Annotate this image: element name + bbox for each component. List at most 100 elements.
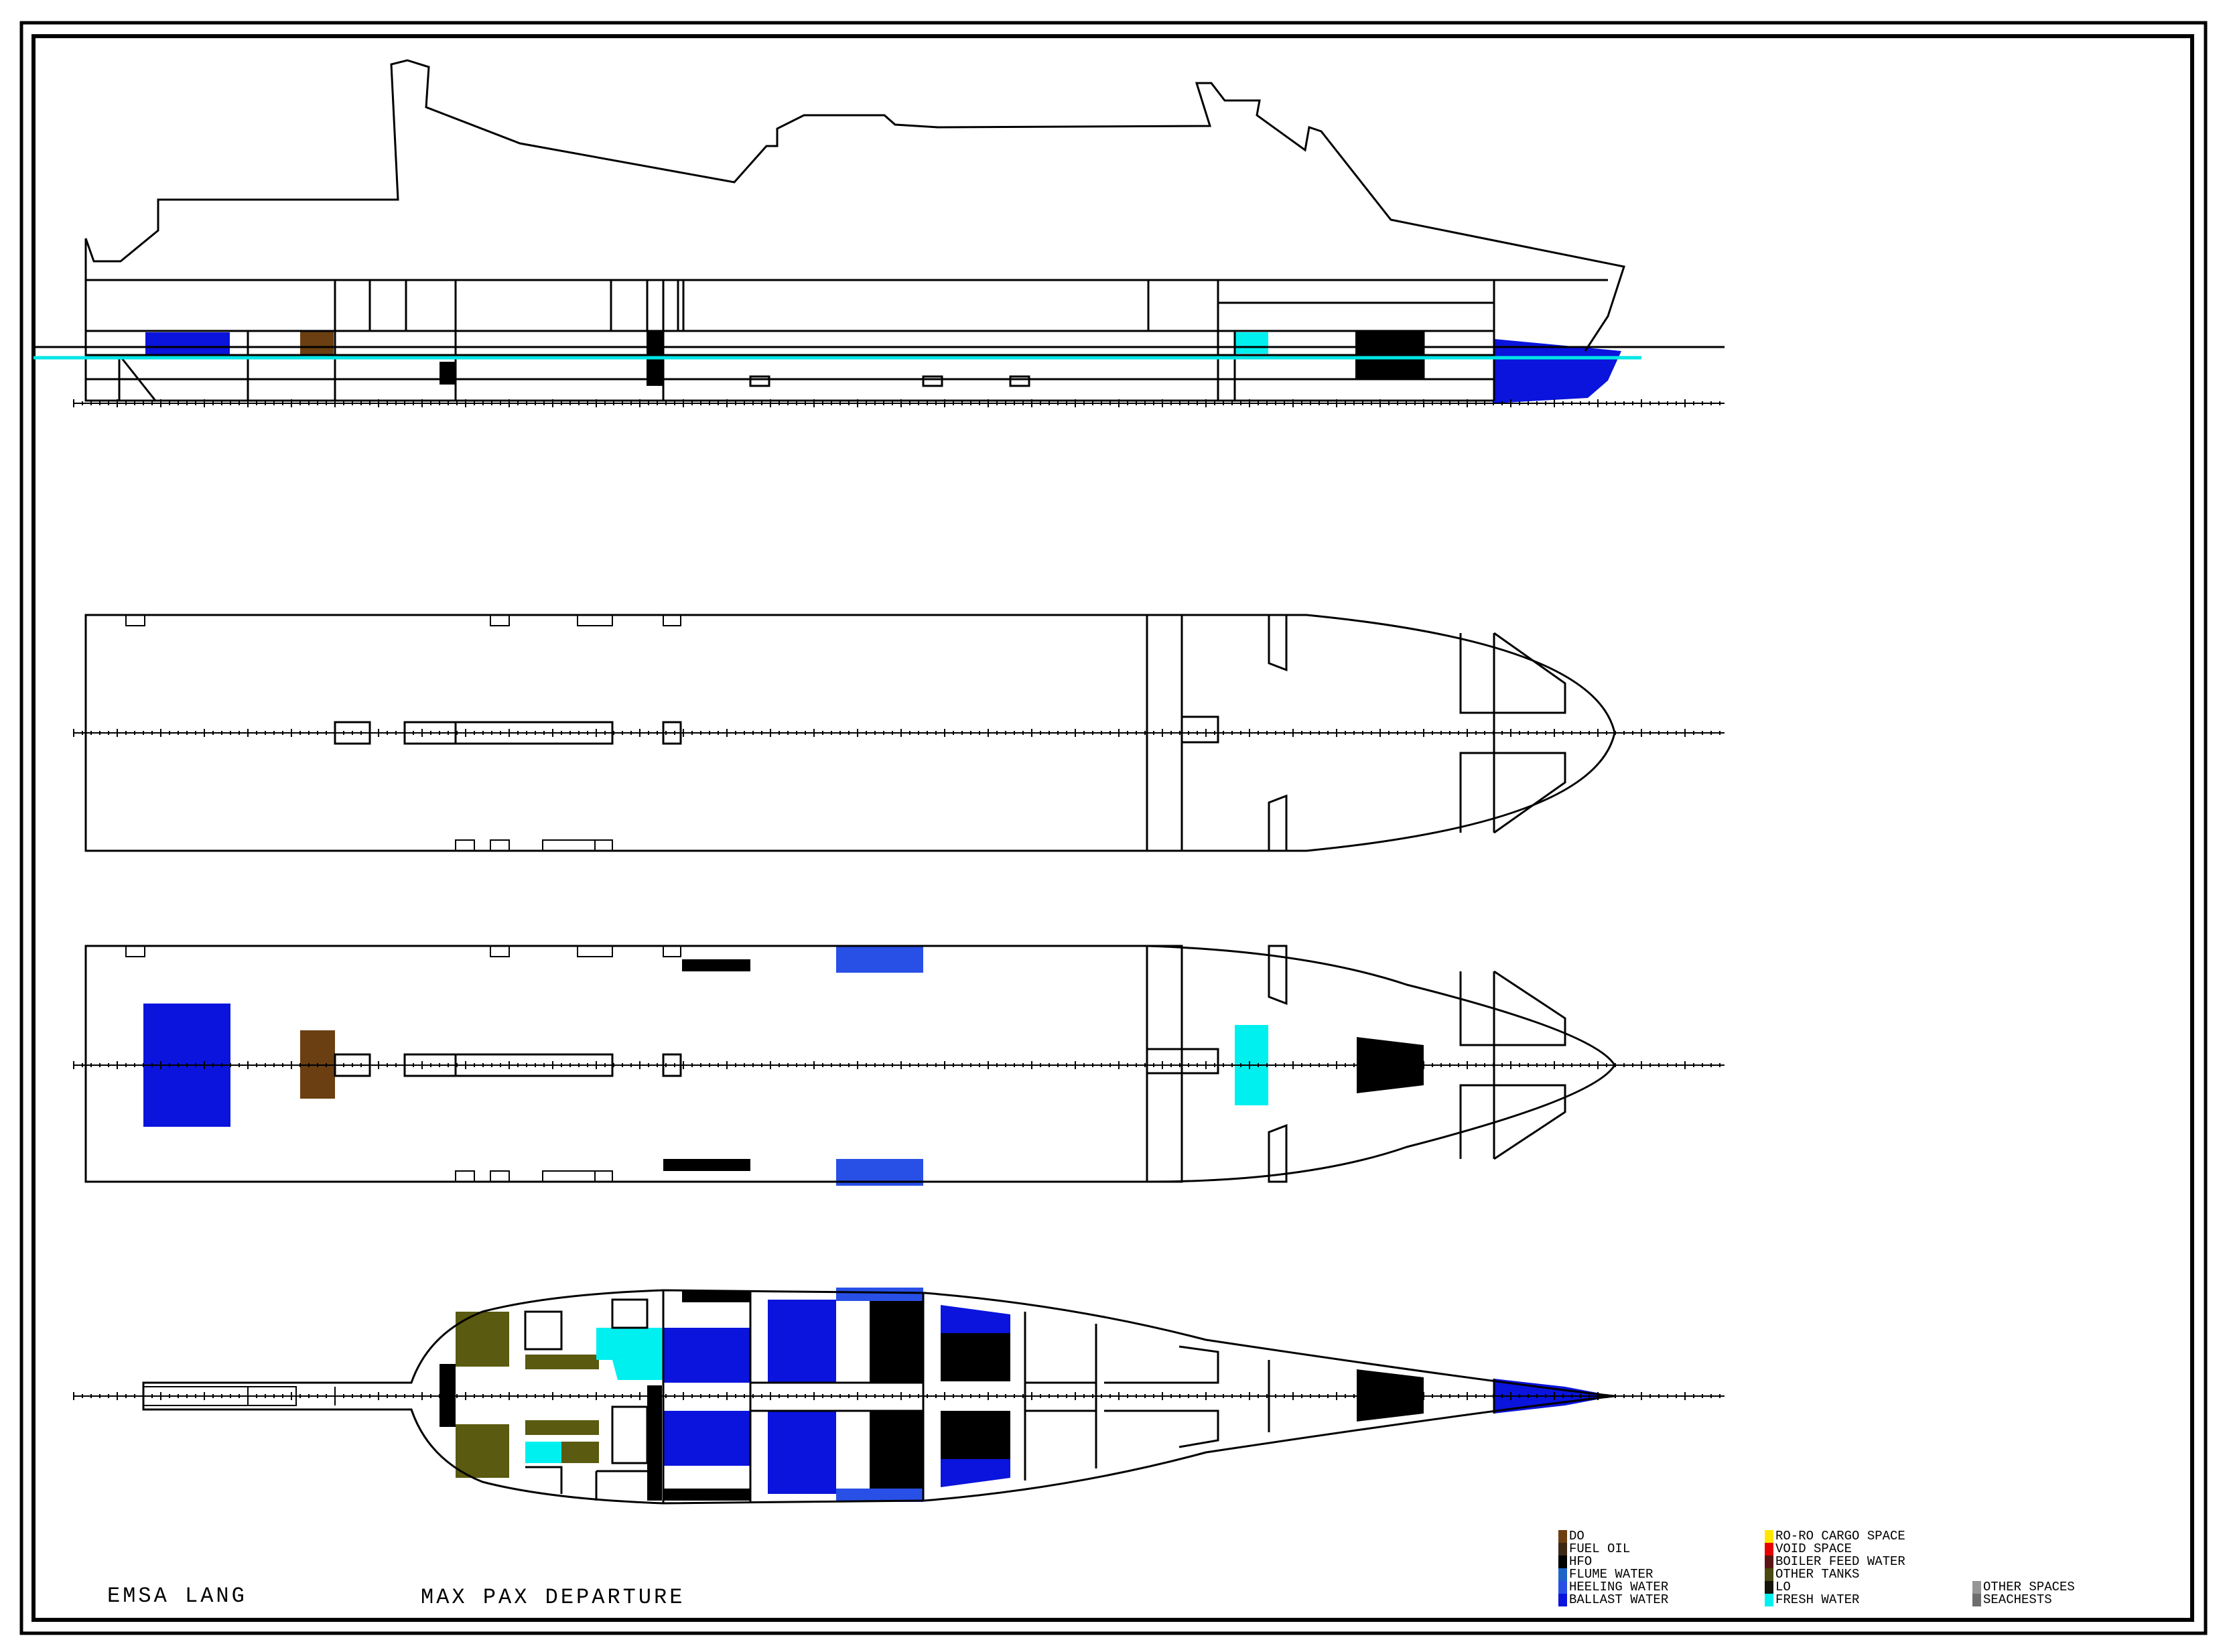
legend-item: BOILER FEED WATER (1765, 1556, 1905, 1568)
legend-swatch (1765, 1568, 1773, 1581)
frame-scale-ticks (73, 729, 1720, 737)
other-tank (456, 1424, 509, 1478)
hfo-tank (941, 1333, 1010, 1381)
hfo-tank (682, 959, 750, 971)
heeling-tank (836, 946, 923, 973)
compartment (1104, 1345, 1219, 1448)
compartment (611, 1298, 649, 1329)
legend-swatch (1972, 1581, 1981, 1594)
legend-item: FUEL OIL (1558, 1543, 1668, 1556)
legend-swatch (1558, 1594, 1567, 1606)
forepeak-compartment (1459, 970, 1566, 1046)
deck-plan-upper (73, 614, 1725, 852)
small-tank (1009, 375, 1030, 387)
fresh-water-tank (596, 1328, 663, 1380)
legend-item: SEACHESTS (1972, 1594, 2075, 1606)
bulkhead-casing (1182, 715, 1219, 744)
legend-item: OTHER TANKS (1765, 1568, 1905, 1581)
fresh-water-tank (1235, 332, 1268, 354)
hfo-tank (682, 1290, 750, 1302)
ballast-tank (145, 332, 230, 355)
legend-swatch (1972, 1594, 1981, 1606)
hfo-tank (647, 1385, 662, 1501)
other-tank (456, 1312, 509, 1367)
longitudinal-girder (749, 1381, 925, 1412)
legend-swatch (1558, 1581, 1567, 1594)
legend-swatch (1765, 1594, 1773, 1606)
legend-swatch (1558, 1556, 1567, 1568)
forepeak-ballast-tank (1494, 339, 1621, 403)
vessel-name: EMSA LANG (107, 1584, 247, 1608)
frame-web (1268, 614, 1288, 672)
profile-view (33, 59, 1725, 407)
legend-item: RO-RO CARGO SPACE (1765, 1530, 1905, 1543)
ballast-tank (663, 1328, 750, 1383)
ballast-tank (768, 1411, 836, 1494)
tank-legend-col-1: DO FUEL OIL HFO FLUME WATER HEELING WATE… (1558, 1530, 1668, 1606)
forepeak-compartment (1459, 632, 1566, 714)
legend-swatch (1765, 1581, 1773, 1594)
double-bottom-plan (73, 1288, 1725, 1505)
legend-item: LO (1765, 1581, 1905, 1594)
hfo-tank (941, 1411, 1010, 1459)
casing (662, 1053, 682, 1077)
ballast-tank (768, 1300, 836, 1383)
legend-swatch (1765, 1543, 1773, 1556)
compartment (368, 279, 407, 332)
shaft-tunnel (92, 354, 157, 401)
fresh-water-tank (525, 1442, 561, 1463)
compartment (1217, 279, 1495, 332)
legend-swatch (1558, 1530, 1567, 1543)
legend-item: DO (1558, 1530, 1668, 1543)
frame-scale-ticks (73, 1061, 1720, 1069)
legend-item: VOID SPACE (1765, 1543, 1905, 1556)
legend-item: OTHER SPACES (1972, 1581, 2075, 1594)
bulkhead-casing (1146, 945, 1183, 1183)
hfo-tank (870, 1301, 923, 1383)
hfo-tank (870, 1411, 923, 1489)
compartment (1025, 1324, 1097, 1468)
ballast-tank (663, 1411, 750, 1466)
casing (1146, 1048, 1219, 1075)
frame-scale-ticks (73, 399, 1720, 407)
compartment (682, 279, 1150, 332)
bulkhead-casing (1146, 614, 1183, 852)
other-tank (525, 1355, 599, 1369)
frame-web (1268, 1123, 1288, 1183)
frame-web (1268, 945, 1288, 1006)
legend-swatch (1558, 1568, 1567, 1581)
heeling-tank (836, 1288, 923, 1301)
legend-swatch (1765, 1530, 1773, 1543)
casing (662, 721, 682, 745)
heeling-tank (836, 1489, 923, 1502)
hfo-tank (663, 1159, 750, 1171)
legend-item: BALLAST WATER (1558, 1594, 1668, 1606)
legend-swatch (1765, 1556, 1773, 1568)
compartment (1217, 279, 1495, 304)
frame-scale-ticks (73, 1392, 1720, 1400)
small-tank (749, 375, 770, 387)
forepeak-compartment (1459, 752, 1566, 834)
legend-item: FLUME WATER (1558, 1568, 1668, 1581)
compartment (611, 1405, 649, 1464)
legend-item: HFO (1558, 1556, 1668, 1568)
tank-legend-col-2: RO-RO CARGO SPACE VOID SPACE BOILER FEED… (1765, 1530, 1905, 1606)
loading-condition: MAX PAX DEPARTURE (421, 1585, 685, 1610)
forepeak-compartment (1459, 1084, 1566, 1160)
tank-legend-col-3: OTHER SPACES SEACHESTS (1972, 1581, 2075, 1606)
outer-frame (19, 21, 2208, 1635)
compartment (524, 1310, 563, 1351)
hfo-tank (440, 362, 456, 385)
ship-silhouette (84, 59, 1625, 352)
hfo-tank (663, 1489, 750, 1501)
compartment (525, 1466, 563, 1494)
frame-web (1268, 794, 1288, 852)
small-tank (922, 375, 943, 387)
inner-frame (31, 34, 2194, 1622)
legend-swatch (1558, 1543, 1567, 1556)
legend-item: FRESH WATER (1765, 1594, 1905, 1606)
ballast-tank (941, 1305, 1010, 1333)
other-tank (525, 1420, 599, 1435)
ballast-tank (941, 1459, 1010, 1487)
